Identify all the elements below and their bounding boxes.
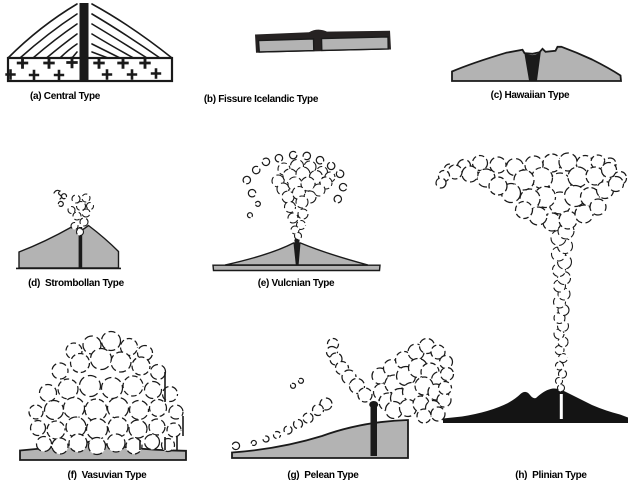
panel-c-hawaiian-drawing xyxy=(451,45,622,82)
cinder-cone xyxy=(18,224,120,269)
summit-conduit xyxy=(524,50,541,81)
panel-h-label: (h) Plinian Type xyxy=(515,470,587,481)
panel-g-label: (g) Pelean Type xyxy=(287,470,359,481)
billowing-ash-clouds xyxy=(28,330,184,456)
falling-ash-streaks xyxy=(139,372,184,450)
panel-e-vulcnian-drawing xyxy=(212,149,381,272)
volcanic-spine-conduit xyxy=(370,406,377,456)
panel-a-label: (a) Central Type xyxy=(29,91,101,102)
panel-g-pelean-drawing xyxy=(231,337,455,459)
panel-f-label: (f) Vasuvian Type xyxy=(67,470,147,481)
mountain-silhouette xyxy=(443,388,628,423)
panel-a-central-type-drawing xyxy=(4,3,174,83)
panel-b-label: (b) Fissure Icelandic Type xyxy=(203,94,319,105)
panel-b-fissure-icelandic-drawing xyxy=(255,29,391,53)
sloping-flank xyxy=(231,419,409,459)
central-conduit xyxy=(79,3,89,80)
conduit xyxy=(293,243,301,265)
lava-sheet-right xyxy=(320,36,389,52)
conduit xyxy=(78,227,83,268)
narrow-eruption-column xyxy=(550,222,575,393)
smoke-squiggle xyxy=(53,189,63,200)
panel-d-label: (d) Strombollan Type xyxy=(28,278,124,289)
base-platform xyxy=(212,264,381,272)
lava-sheet-left xyxy=(257,38,315,53)
panel-e-label: (e) Vulcnian Type xyxy=(257,278,335,289)
umbrella-cloud xyxy=(435,152,628,232)
panel-f-vasuvian-drawing xyxy=(19,330,187,461)
spine-top-knob xyxy=(369,401,379,408)
eruption-column-cloud xyxy=(271,158,336,241)
panel-d-strombollan-drawing xyxy=(16,189,121,270)
small-eruption-puffs xyxy=(67,193,95,237)
white-conduit-slit xyxy=(559,394,563,419)
panel-c-label: (c) Hawaiian Type xyxy=(490,90,570,101)
basement-block xyxy=(6,56,174,83)
nuee-ardente-clouds xyxy=(262,337,455,443)
lava-layer-lines xyxy=(7,3,173,59)
panel-h-plinian-drawing xyxy=(435,152,628,423)
